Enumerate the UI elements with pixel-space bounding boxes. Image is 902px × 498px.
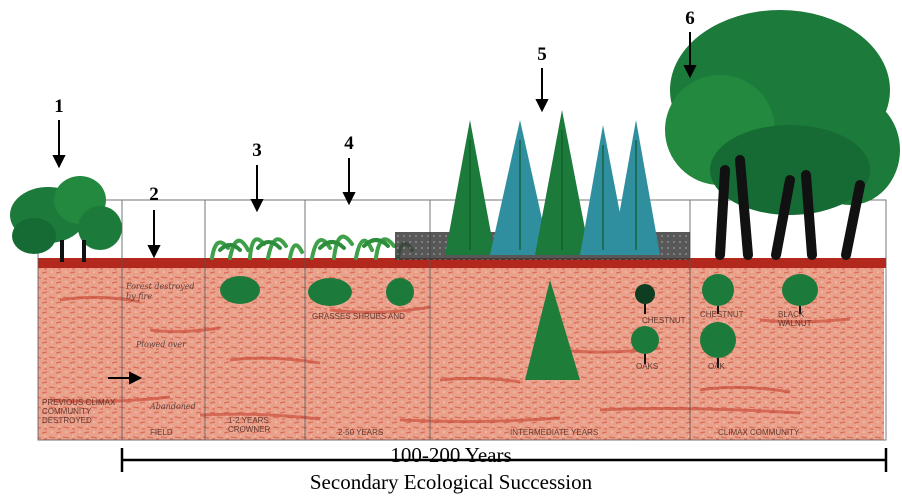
ground-sub-label-4: 2-50 YEARS [338, 428, 384, 437]
underground-trunks [644, 304, 801, 368]
diagram-caption: Secondary Ecological Succession [309, 470, 593, 494]
species-chestnut-a: CHESTNUT [642, 316, 686, 325]
species-chestnut-b: CHESTNUT [700, 310, 744, 319]
stage-number-6: 6 [685, 8, 695, 29]
ground-label-2: FIELD [150, 428, 173, 437]
stage4-grasses [310, 234, 414, 260]
topsoil-band [38, 258, 886, 268]
stage-number-4: 4 [344, 133, 354, 154]
soil-streaks [49, 295, 851, 424]
stage-number-1: 1 [54, 96, 64, 117]
span-label: 100-200 Years [390, 443, 512, 467]
stage-number-2: 2 [149, 184, 159, 205]
forest-destroyed-note: Forest destroyed by fire [126, 282, 195, 301]
stage-number-3: 3 [252, 140, 262, 161]
stage1-shrubs [10, 176, 122, 262]
species-oak: OAK [708, 362, 725, 371]
ground-label-3: 1-2 YEARS CROWNER [228, 416, 271, 434]
ground-label-5: INTERMEDIATE YEARS [510, 428, 599, 437]
stage-arrows [52, 32, 697, 385]
plowed-note: Plowed over [136, 340, 186, 349]
span-bracket [120, 448, 888, 472]
species-black-walnut: BLACK WALNUT [778, 310, 812, 328]
stage5-conifers [445, 110, 660, 255]
stage3-grasses [210, 237, 304, 260]
stage6-canopy [665, 10, 900, 260]
stage-number-5: 5 [537, 44, 547, 65]
abandoned-note: Abandoned [150, 402, 196, 411]
ground-label-4: GRASSES SHRUBS AND [312, 312, 405, 321]
species-oaks: OAKS [636, 362, 659, 371]
ground-label-1: PREVIOUS CLIMAX COMMUNITY DESTROYED [42, 398, 116, 425]
ground-label-6: CLIMAX COMMUNITY [718, 428, 800, 437]
underground-plants [220, 274, 818, 380]
